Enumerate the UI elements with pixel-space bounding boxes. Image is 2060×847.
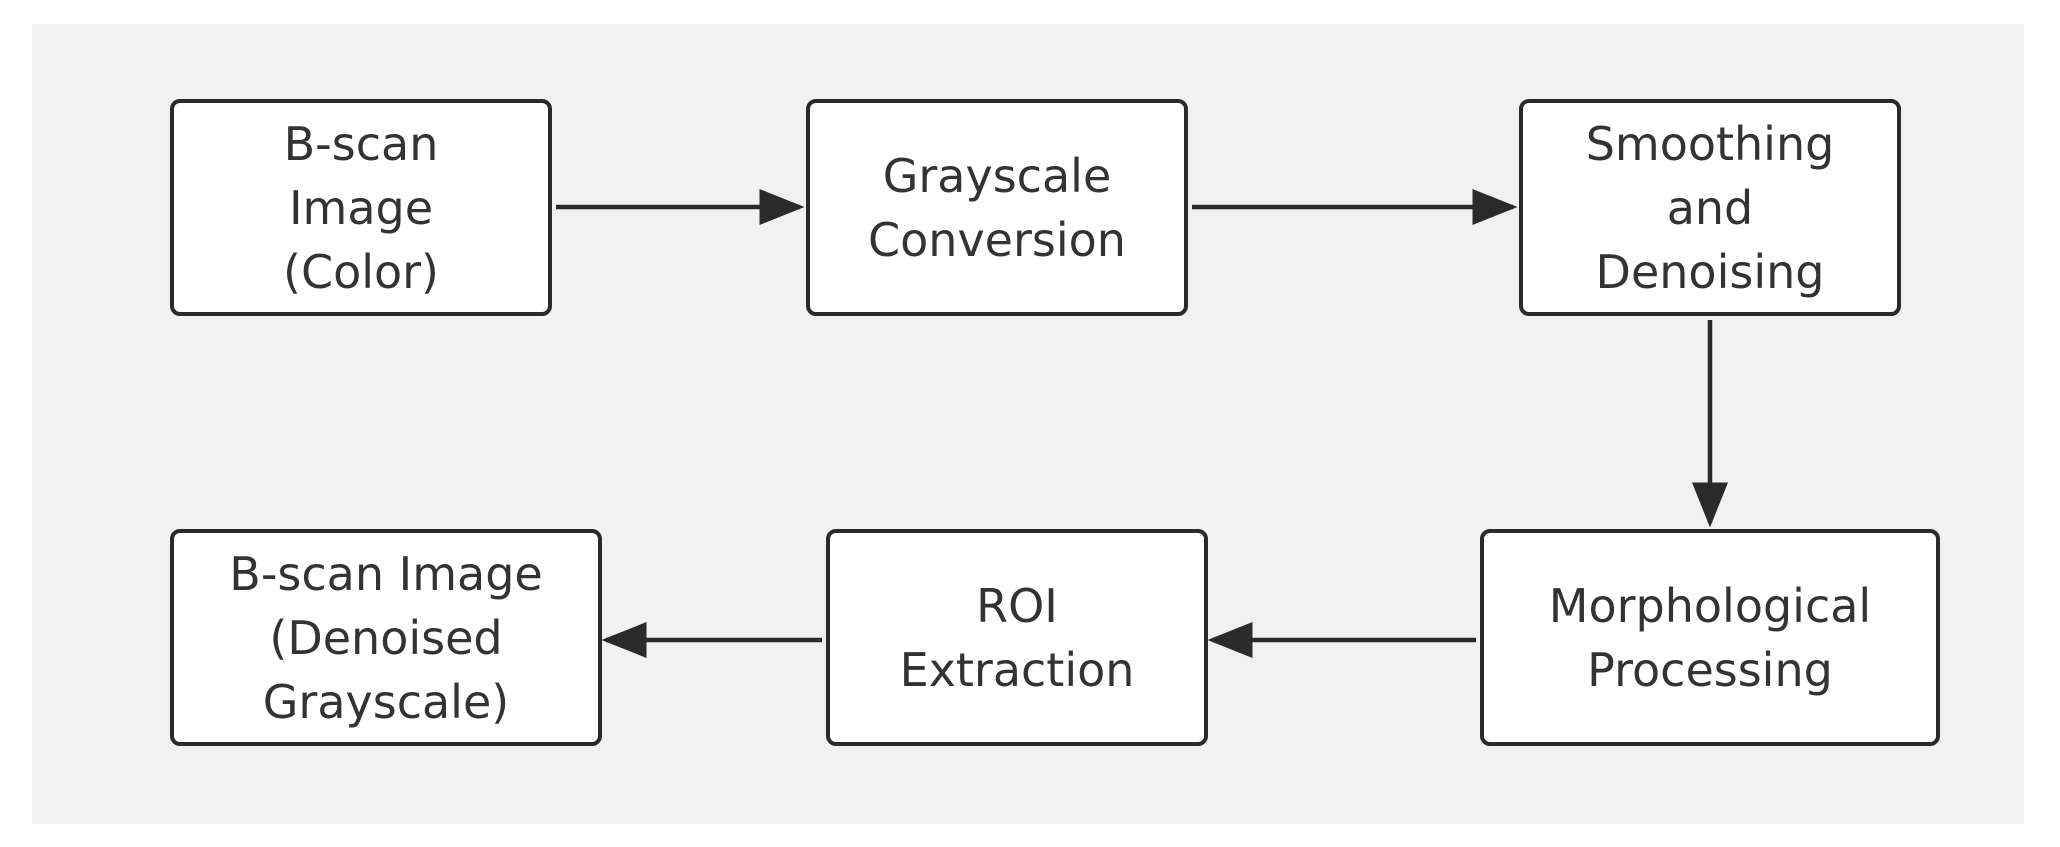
node-smoothing-denoising: Smoothing and Denoising — [1519, 99, 1901, 316]
node-label: ROI Extraction — [899, 578, 1135, 697]
node-roi-extraction: ROI Extraction — [826, 529, 1208, 746]
node-label: B-scan Image (Denoised Grayscale) — [229, 546, 543, 729]
node-bscan-color: B-scan Image (Color) — [170, 99, 552, 316]
node-label: Grayscale Conversion — [868, 148, 1126, 267]
node-label: Morphological Processing — [1548, 578, 1872, 697]
node-label: Smoothing and Denoising — [1585, 116, 1835, 299]
node-bscan-denoised: B-scan Image (Denoised Grayscale) — [170, 529, 602, 746]
node-morphological-processing: Morphological Processing — [1480, 529, 1940, 746]
node-label: B-scan Image (Color) — [283, 116, 439, 299]
node-grayscale-conversion: Grayscale Conversion — [806, 99, 1188, 316]
